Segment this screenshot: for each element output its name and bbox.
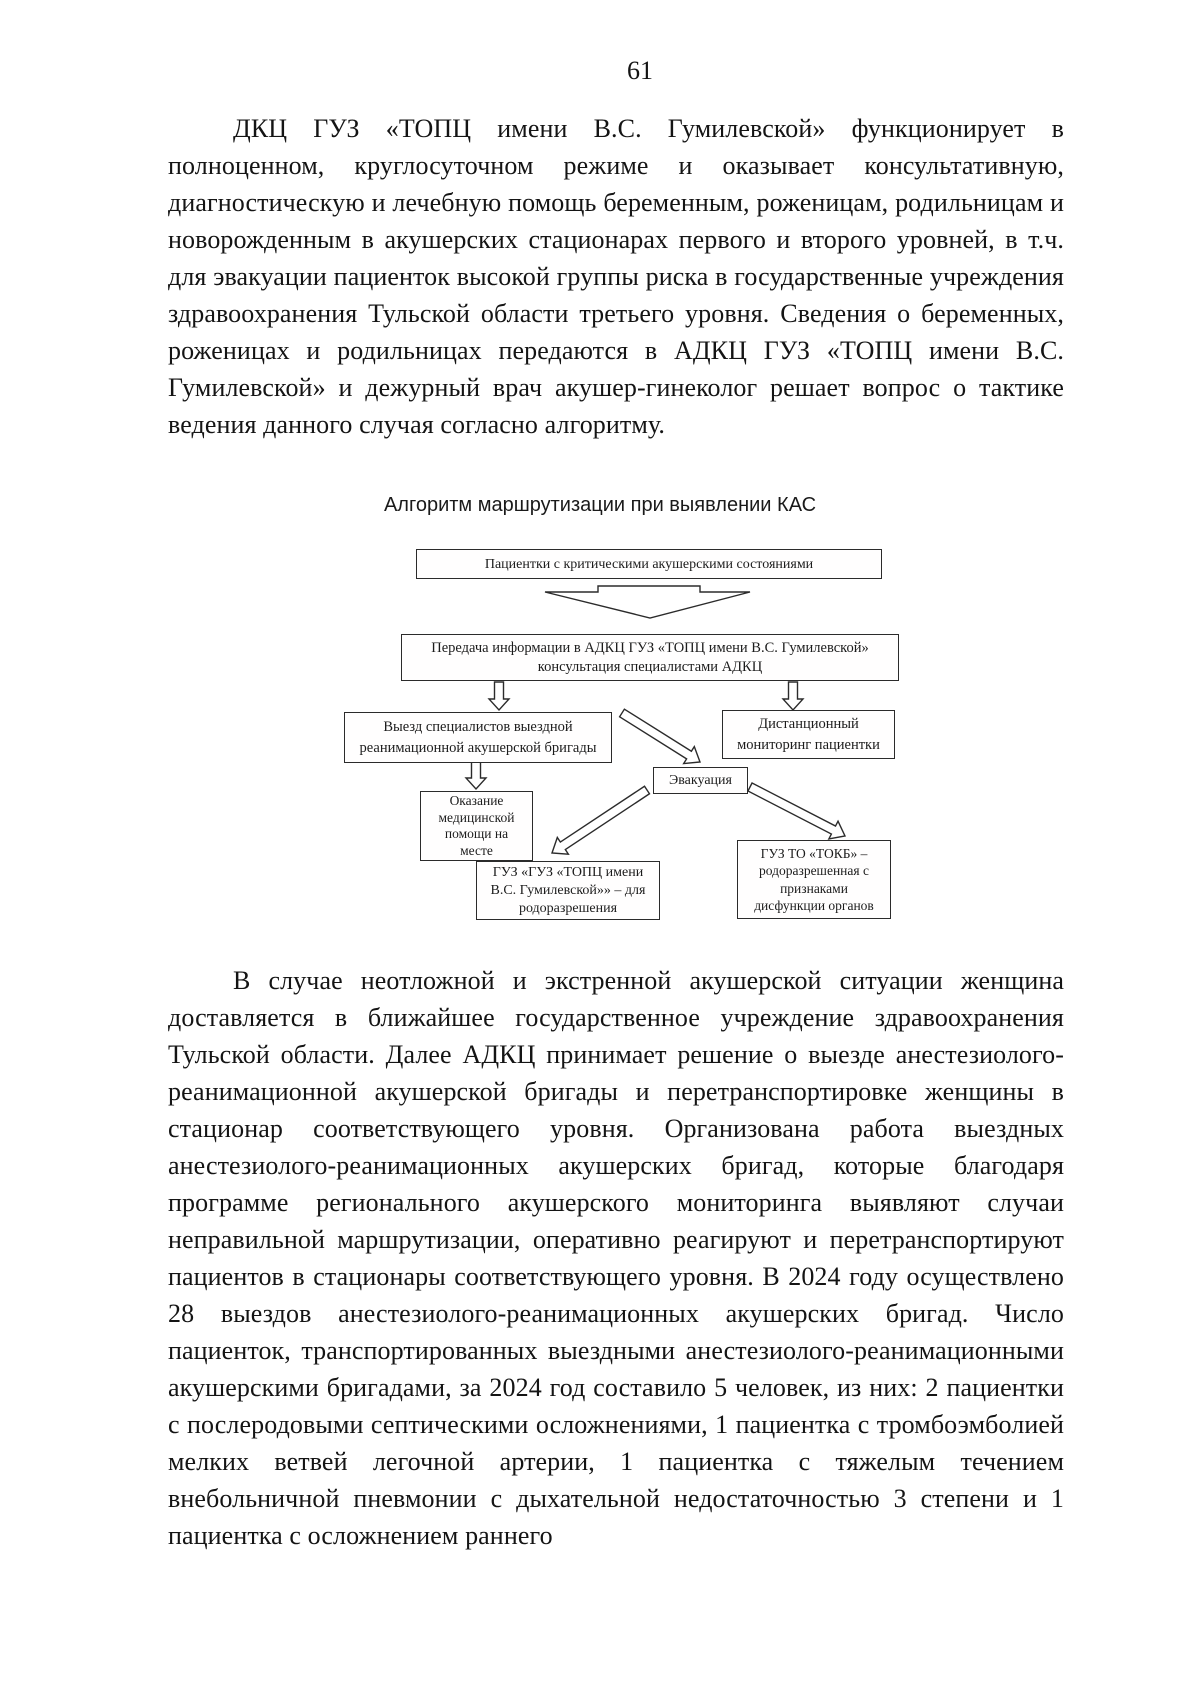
big-down-arrow: [544, 585, 751, 619]
down-arrow-3: [464, 761, 488, 791]
diagram-title: Алгоритм маршрутизации при выявлении КАС: [383, 494, 817, 516]
flow-box-remote-monitoring: Дистанционный мониторинг пациентки: [722, 710, 895, 759]
flow-box-tokb-delivery: ГУЗ ТО «ТОКБ» – родоразрешенная с призна…: [737, 840, 891, 919]
flow-box-info-transfer: Передача информации в АДКЦ ГУЗ «ТОПЦ име…: [401, 634, 899, 681]
flow-box-critical-patients: Пациентки с критическими акушерскими сос…: [416, 549, 882, 579]
flow-box-onsite-care: Оказание медицинской помощи на месте: [420, 791, 533, 861]
arrow-evac-to-topc: [551, 785, 651, 855]
down-arrow-2: [781, 681, 805, 712]
arrow-evac-to-tokb: [746, 782, 847, 840]
flow-box-topc-delivery: ГУЗ «ГУЗ «ТОПЦ имени В.С. Гумилевской»» …: [476, 861, 660, 920]
flow-box-evacuation: Эвакуация: [653, 767, 748, 794]
paragraph-dkc-intro: ДКЦ ГУЗ «ТОПЦ имени В.С. Гумилевской» фу…: [168, 114, 1064, 439]
flow-box-team-departure: Выезд специалистов выездной реанимационн…: [344, 712, 612, 763]
arrow-team-to-evac: [618, 708, 701, 765]
page-number: 61: [627, 56, 653, 85]
down-arrow-1: [487, 681, 511, 712]
paragraph-emergency-routing: В случае неотложной и экстренной акушерс…: [168, 966, 1064, 1550]
